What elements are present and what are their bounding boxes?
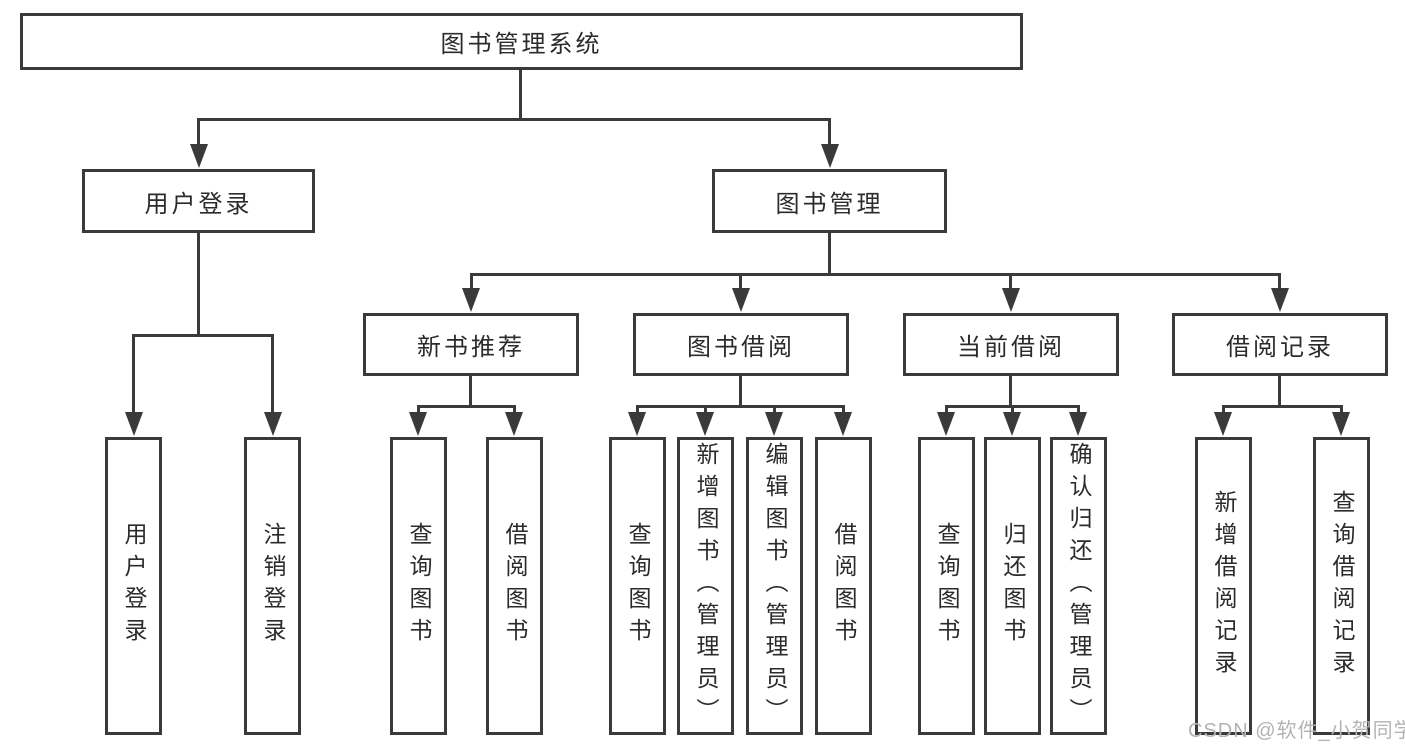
arrow-down-icon bbox=[628, 412, 646, 436]
connector-drop-group bbox=[1278, 273, 1281, 293]
leaf-return-book-label: 归还图书 bbox=[1000, 522, 1026, 650]
connector-drop-leaf bbox=[704, 405, 707, 415]
node-book-management: 图书管理 bbox=[712, 169, 947, 233]
leaf-borrow-books-label: 借阅图书 bbox=[831, 522, 857, 650]
arrow-down-icon bbox=[1003, 412, 1021, 436]
connector-group-stem bbox=[1009, 376, 1012, 408]
connector-drop-leaf bbox=[1340, 405, 1343, 415]
connector-drop-leaf bbox=[271, 334, 274, 414]
leaf-borrow-books-recommend-label: 借阅图书 bbox=[502, 522, 528, 650]
connector-drop-group bbox=[470, 273, 473, 293]
leaf-logout-label: 注销登录 bbox=[260, 522, 286, 650]
leaf-borrow-books-recommend: 借阅图书 bbox=[486, 437, 543, 735]
connector-root-stem bbox=[519, 70, 522, 121]
leaf-query-books-current: 查询图书 bbox=[918, 437, 975, 735]
arrow-down-icon bbox=[125, 412, 143, 436]
connector-drop-leaf bbox=[417, 405, 420, 415]
leaf-query-books-current-label: 查询图书 bbox=[934, 522, 960, 650]
node-new-book-recommend: 新书推荐 bbox=[363, 313, 579, 376]
node-borrow-records: 借阅记录 bbox=[1172, 313, 1388, 376]
leaf-confirm-return-admin-label: 确认归还（管理员） bbox=[1066, 442, 1092, 730]
arrow-down-icon bbox=[696, 412, 714, 436]
leaf-add-book-admin-label: 新增图书（管理员） bbox=[693, 442, 719, 730]
connector-level3-rail bbox=[470, 273, 1281, 276]
arrow-down-icon bbox=[505, 412, 523, 436]
node-current-borrow: 当前借阅 bbox=[903, 313, 1119, 376]
arrow-down-icon bbox=[732, 288, 750, 312]
arrow-down-icon bbox=[1002, 288, 1020, 312]
node-borrow-records-label: 借阅记录 bbox=[1226, 334, 1334, 361]
node-root-label: 图书管理系统 bbox=[440, 31, 603, 58]
connector-drop-user-login bbox=[197, 118, 200, 148]
connector-user-login-stem bbox=[197, 233, 200, 337]
connector-drop-leaf bbox=[1011, 405, 1014, 415]
connector-drop-group bbox=[739, 273, 742, 293]
leaf-query-books-borrow-label: 查询图书 bbox=[625, 522, 651, 650]
node-book-borrow: 图书借阅 bbox=[633, 313, 849, 376]
arrow-down-icon bbox=[937, 412, 955, 436]
connector-drop-leaf bbox=[636, 405, 639, 415]
leaf-user-login-label: 用户登录 bbox=[121, 522, 147, 650]
connector-group-stem bbox=[469, 376, 472, 408]
leaf-add-book-admin: 新增图书（管理员） bbox=[677, 437, 734, 735]
leaf-borrow-books: 借阅图书 bbox=[815, 437, 872, 735]
arrow-down-icon bbox=[462, 288, 480, 312]
leaf-edit-book-admin-label: 编辑图书（管理员） bbox=[762, 442, 788, 730]
watermark: CSDN @软件_小贺同学 bbox=[1188, 720, 1405, 742]
leaf-query-books-borrow: 查询图书 bbox=[609, 437, 666, 735]
leaf-add-borrow-record-label: 新增借阅记录 bbox=[1211, 490, 1237, 682]
node-root: 图书管理系统 bbox=[20, 13, 1023, 70]
leaf-query-books-recommend-label: 查询图书 bbox=[406, 522, 432, 650]
arrow-down-icon bbox=[264, 412, 282, 436]
leaf-user-login: 用户登录 bbox=[105, 437, 162, 735]
arrow-down-icon bbox=[1214, 412, 1232, 436]
leaf-confirm-return-admin: 确认归还（管理员） bbox=[1050, 437, 1107, 735]
connector-drop-leaf bbox=[1077, 405, 1080, 415]
connector-group-rail bbox=[1222, 405, 1343, 408]
leaf-add-borrow-record: 新增借阅记录 bbox=[1195, 437, 1252, 735]
connector-drop-book-management bbox=[828, 118, 831, 148]
arrow-down-icon bbox=[821, 144, 839, 168]
connector-drop-leaf bbox=[842, 405, 845, 415]
connector-group-rail bbox=[417, 405, 516, 408]
connector-level2-rail bbox=[197, 118, 831, 121]
arrow-down-icon bbox=[190, 144, 208, 168]
node-book-management-label: 图书管理 bbox=[775, 190, 884, 218]
arrow-down-icon bbox=[409, 412, 427, 436]
connector-drop-leaf bbox=[773, 405, 776, 415]
connector-user-login-rail bbox=[132, 334, 274, 337]
connector-group-stem bbox=[1278, 376, 1281, 408]
arrow-down-icon bbox=[834, 412, 852, 436]
arrow-down-icon bbox=[1069, 412, 1087, 436]
connector-book-management-stem bbox=[828, 233, 831, 276]
connector-drop-group bbox=[1009, 273, 1012, 293]
connector-drop-leaf bbox=[513, 405, 516, 415]
leaf-query-borrow-record-label: 查询借阅记录 bbox=[1329, 490, 1355, 682]
arrow-down-icon bbox=[765, 412, 783, 436]
arrow-down-icon bbox=[1271, 288, 1289, 312]
node-new-book-recommend-label: 新书推荐 bbox=[417, 334, 525, 361]
leaf-query-borrow-record: 查询借阅记录 bbox=[1313, 437, 1370, 735]
node-book-borrow-label: 图书借阅 bbox=[687, 334, 795, 361]
node-user-login: 用户登录 bbox=[82, 169, 315, 233]
leaf-return-book: 归还图书 bbox=[984, 437, 1041, 735]
leaf-query-books-recommend: 查询图书 bbox=[390, 437, 447, 735]
node-user-login-label: 用户登录 bbox=[144, 190, 253, 218]
connector-group-stem bbox=[739, 376, 742, 408]
connector-group-rail bbox=[636, 405, 845, 408]
connector-drop-leaf bbox=[1222, 405, 1225, 415]
connector-drop-leaf bbox=[945, 405, 948, 415]
arrow-down-icon bbox=[1332, 412, 1350, 436]
leaf-logout: 注销登录 bbox=[244, 437, 301, 735]
connector-drop-leaf bbox=[132, 334, 135, 414]
leaf-edit-book-admin: 编辑图书（管理员） bbox=[746, 437, 803, 735]
node-current-borrow-label: 当前借阅 bbox=[957, 334, 1065, 361]
